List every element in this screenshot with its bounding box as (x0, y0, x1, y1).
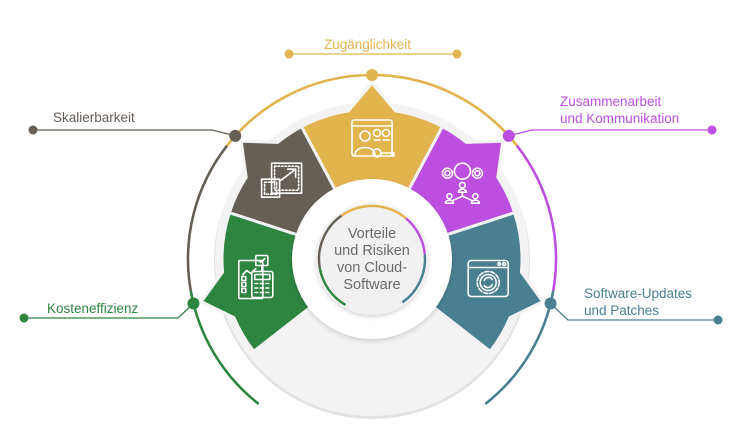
icon-part (444, 169, 451, 177)
leader-end-dot-software-updates (713, 315, 723, 325)
title-line: Vorteile (347, 226, 397, 242)
icon-part (359, 130, 371, 142)
collaboration-gears-icon (441, 162, 484, 204)
leader-line-kosteneffizienz (24, 303, 194, 319)
label-zusammenarbeit: Zusammenarbeit und Kommunikation (560, 93, 679, 127)
title-line: Software (343, 277, 401, 293)
icon-part (483, 283, 494, 289)
inner-arc-zusammenarbeit (405, 217, 426, 255)
leader-lines (19, 49, 723, 325)
label-kosteneffizienz: Kosteneffizienz (47, 300, 138, 317)
icon-part (474, 169, 481, 177)
icon-part (241, 275, 247, 282)
arc-dot-skalierbarkeit (229, 129, 242, 142)
leader-end-dot-zusammenarbeit (707, 125, 717, 135)
arc-dot-zugaenglichkeit (366, 69, 378, 81)
icon-part (241, 287, 247, 294)
sectors (199, 81, 545, 353)
leader-line-skalierbarkeit (33, 129, 236, 137)
label-line: Zugänglichkeit (324, 37, 412, 52)
sector-icons (238, 119, 510, 300)
inner-arc-zugaenglichkeit (340, 204, 407, 220)
icon-part (479, 273, 498, 292)
icon-part (472, 192, 479, 200)
title-line: von Cloud- (336, 260, 408, 276)
label-software-updates: Software-Updates und Patches (584, 285, 692, 319)
update-window-gear-icon (467, 259, 510, 298)
label-line: Software-Updates (584, 286, 693, 301)
arc-dot-kosteneffizienz (187, 297, 200, 310)
label-zugaenglichkeit: Zugänglichkeit (324, 36, 411, 53)
inner-arc-software-updates (401, 254, 427, 304)
icon-part (483, 276, 494, 282)
icon-part (502, 261, 507, 267)
label-line: Kosteneffizienz (47, 301, 139, 316)
inner-arc-kosteneffizienz (318, 267, 347, 306)
icon-part (258, 257, 266, 264)
center-ring (292, 179, 452, 339)
icon-part (457, 188, 468, 193)
icon-part (260, 178, 281, 198)
icon-part (470, 199, 481, 204)
icon-part (444, 199, 455, 204)
arc-dot-software-updates (544, 297, 557, 310)
icon-part (441, 167, 454, 179)
icon-part (354, 146, 376, 156)
label-line: und Patches (584, 303, 660, 318)
label-skalierbarkeit: Skalierbarkeit (53, 109, 135, 126)
center-disc (316, 203, 428, 315)
icon-part (241, 281, 247, 288)
title-line: und Risiken (334, 243, 410, 259)
icon-part (273, 165, 300, 191)
leader-line-software-updates (550, 303, 718, 321)
icon-part (458, 181, 466, 189)
arc-dot-zusammenarbeit (502, 129, 515, 142)
icon-part (453, 162, 472, 180)
label-line: Skalierbarkeit (53, 110, 135, 125)
inner-arc-skalierbarkeit (317, 214, 343, 269)
leader-end-dot-skalierbarkeit (28, 125, 38, 135)
leader-line-zusammenarbeit (508, 129, 712, 137)
scale-up-icon (260, 162, 303, 198)
icon-part (278, 168, 297, 182)
icon-part (286, 168, 297, 178)
label-line: und Kommunikation (560, 111, 680, 126)
outer-arc-zusammenarbeit (515, 144, 558, 292)
icon-part (372, 128, 382, 138)
icon-part (263, 181, 278, 195)
icon-part (471, 167, 484, 179)
icon-part (254, 273, 271, 281)
icon-part (380, 152, 395, 157)
leader-end-dot-zugaenglichkeit (452, 49, 462, 59)
leader-end-dot-kosteneffizienz (19, 313, 29, 323)
icon-part (270, 162, 303, 194)
center-title: Vorteile und Risiken von Cloud- Software (317, 226, 427, 294)
icon-part (351, 119, 393, 157)
icon-part (251, 270, 274, 299)
icon-part (461, 195, 473, 201)
icon-part (446, 192, 453, 200)
icon-part (497, 261, 502, 267)
outer-arc-skalierbarkeit (186, 144, 229, 292)
calculator-chart-icon (238, 254, 274, 300)
icon-part (467, 259, 510, 298)
label-line: Zusammenarbeit (560, 94, 662, 109)
icon-part (381, 128, 391, 138)
user-access-key-icon (351, 119, 395, 158)
icon-part (476, 270, 501, 295)
leader-end-dot-zugaenglichkeit (284, 49, 294, 59)
